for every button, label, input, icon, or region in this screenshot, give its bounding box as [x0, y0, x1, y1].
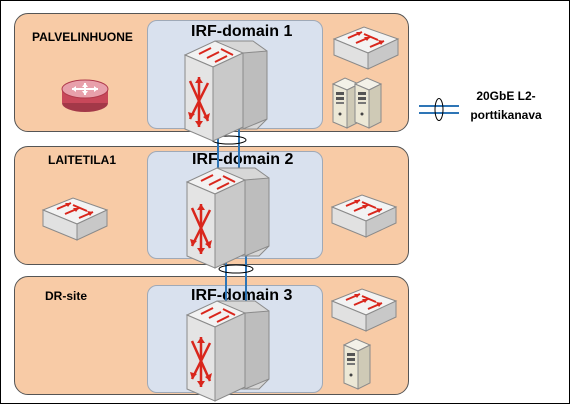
zone-label-laitetila1: LAITETILA1	[48, 153, 116, 167]
core-switch-icon	[185, 166, 271, 270]
domain-title-1: IRF-domain 1	[191, 23, 293, 40]
core-switch-icon	[183, 39, 269, 143]
access-switch-icon	[333, 26, 399, 70]
link-legend-icon	[419, 98, 459, 121]
access-switch-icon	[331, 288, 397, 332]
zone-label-palvelinhuone: PALVELINHUONE	[32, 30, 133, 44]
server-icon	[332, 77, 382, 129]
access-switch-icon	[331, 194, 397, 238]
access-switch-icon	[42, 197, 108, 241]
zone-label-dr-site: DR-site	[45, 289, 88, 303]
domain-title-3: IRF-domain 3	[191, 287, 293, 304]
legend-line-2: porttikanava	[470, 108, 542, 122]
core-switch-icon	[185, 299, 271, 403]
legend-line-1: 20GbE L2-	[476, 89, 536, 103]
server-icon	[343, 338, 371, 390]
legend-label: 20GbE L2- porttikanava	[456, 87, 556, 125]
router-icon	[61, 79, 109, 112]
